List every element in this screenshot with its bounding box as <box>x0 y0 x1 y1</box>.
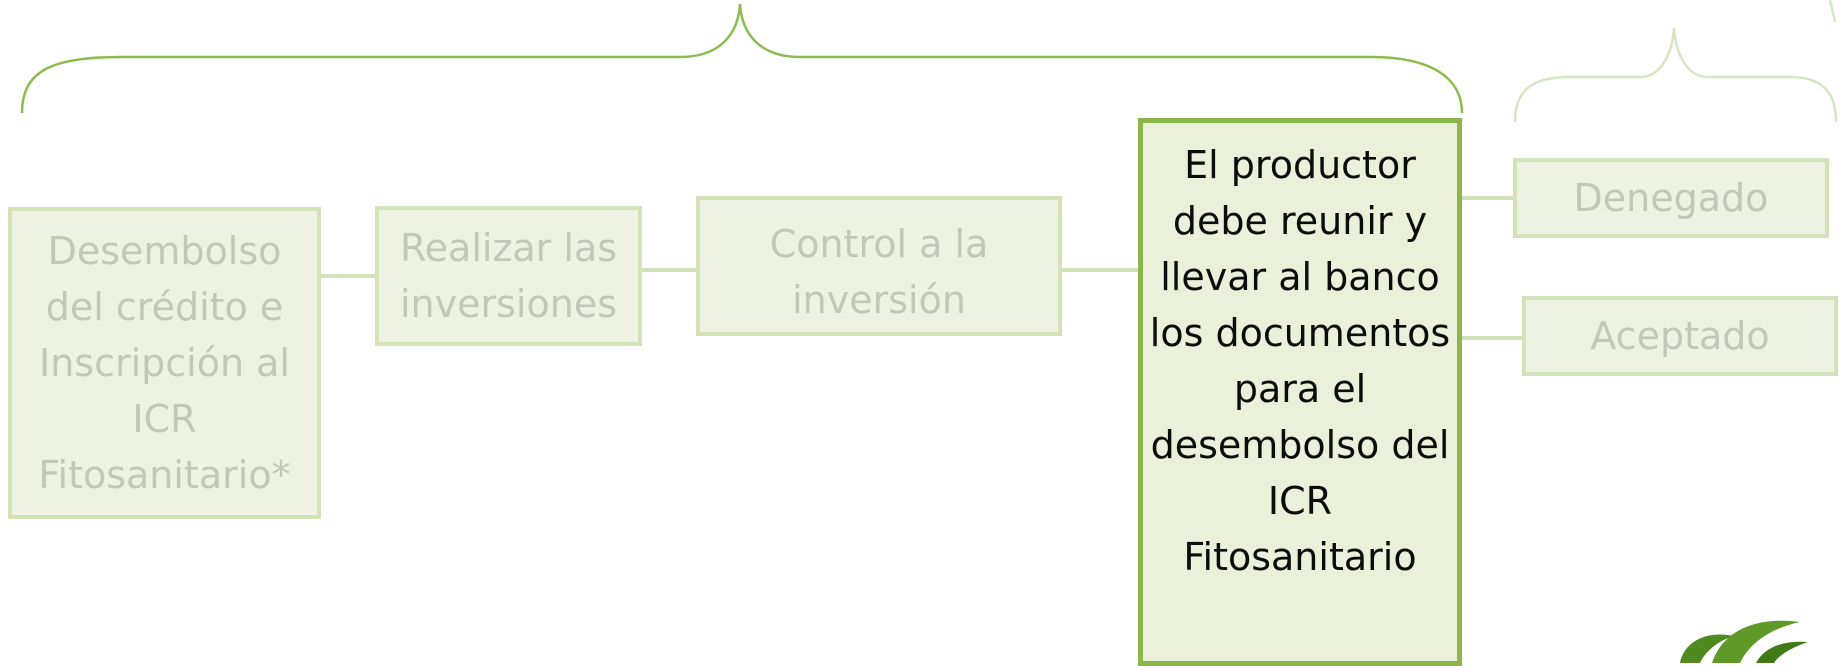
step-control-label: Control a la inversión <box>769 222 989 322</box>
step-realizar-label: Realizar las inversiones <box>399 226 618 326</box>
leaf-logo-icon <box>1680 620 1808 663</box>
brace-outcomes <box>1513 27 1838 123</box>
brace-main <box>20 3 1464 114</box>
outcome-aceptado-label: Aceptado <box>1590 314 1770 358</box>
step-realizar-inversiones: Realizar las inversiones <box>375 206 642 346</box>
step-desembolso: Desembolso del crédito e Inscripción al … <box>8 207 321 519</box>
step-desembolso-label: Desembolso del crédito e Inscripción al … <box>38 229 291 497</box>
step-control-inversion: Control a la inversión <box>696 196 1062 336</box>
outcome-denegado: Denegado <box>1513 158 1829 238</box>
step-productor-label: El productor debe reunir y llevar al ban… <box>1149 143 1451 579</box>
outcome-aceptado: Aceptado <box>1522 296 1838 376</box>
step-productor-documentos: El productor debe reunir y llevar al ban… <box>1138 118 1462 666</box>
outcome-denegado-label: Denegado <box>1573 176 1769 220</box>
brace-stub <box>1828 0 1837 23</box>
